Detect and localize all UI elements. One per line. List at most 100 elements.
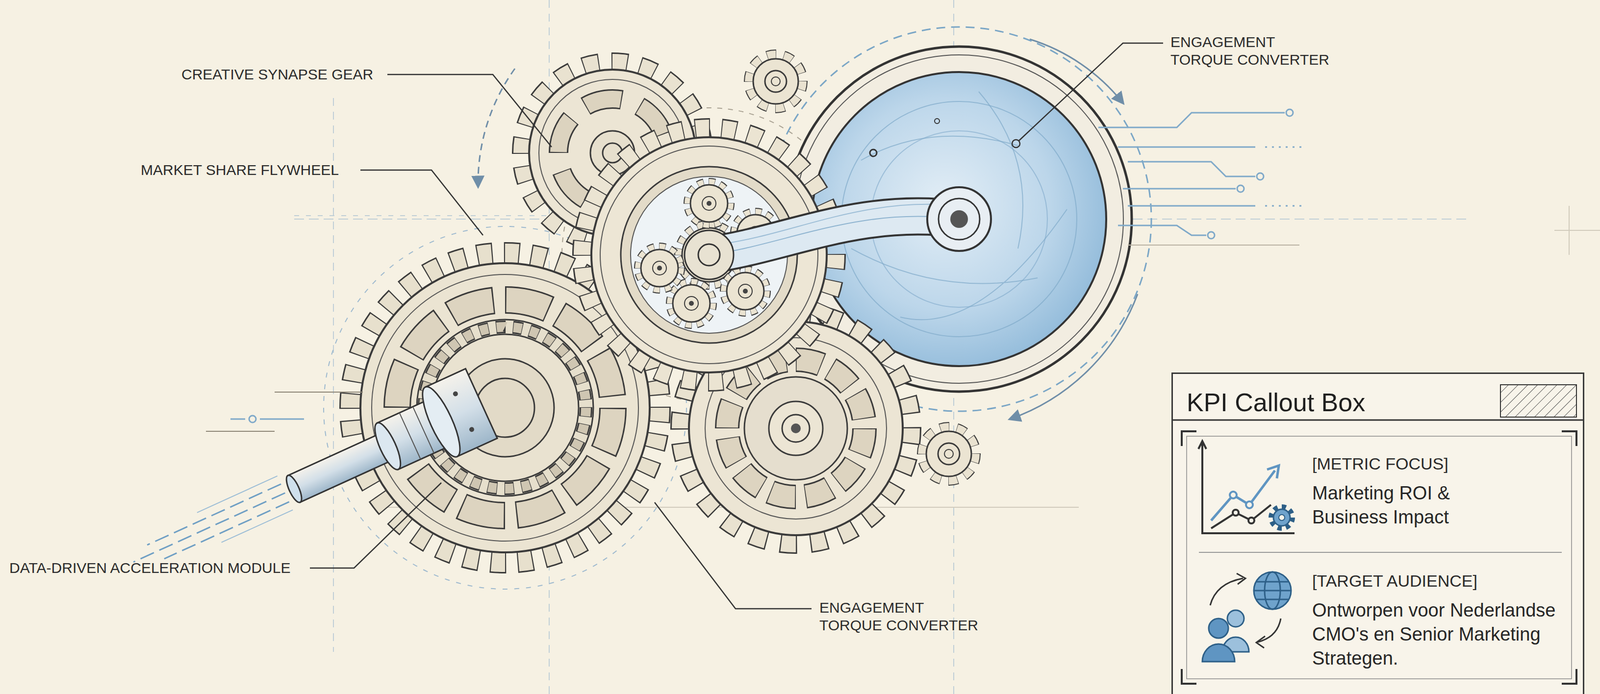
market-share-flywheel xyxy=(371,274,639,542)
callout-frame xyxy=(1198,552,1562,554)
circuit-lines xyxy=(274,391,363,393)
metric-section: [METRIC FOCUS] Marketing ROI & Business I… xyxy=(1182,431,1575,554)
leader-lines xyxy=(387,74,552,148)
construction-lines xyxy=(294,0,1600,694)
circuit-lines xyxy=(1207,231,1215,239)
chart-icon xyxy=(1229,491,1237,499)
connecting-arm xyxy=(698,244,720,266)
leader-lines xyxy=(1018,43,1164,141)
audience-icon xyxy=(1236,573,1246,585)
market-share-flywheel xyxy=(424,327,586,489)
chart-icon xyxy=(1232,509,1239,516)
small-gear xyxy=(921,427,976,482)
circuit-lines xyxy=(1117,146,1256,149)
circuit-lines xyxy=(259,418,305,421)
circuit-lines xyxy=(1122,188,1236,190)
part-label: ENGAGEMENT TORQUE CONVERTER xyxy=(1170,33,1338,69)
circuit-lines xyxy=(249,415,256,423)
small-gear xyxy=(764,70,787,93)
planetary-gears xyxy=(687,181,731,226)
planetary-gears xyxy=(738,284,753,299)
callout-frame xyxy=(1172,384,1583,685)
chart-icon xyxy=(1267,465,1279,479)
planetary-gears xyxy=(687,181,731,226)
chart-icon xyxy=(1278,514,1285,521)
circuit-lines xyxy=(205,431,275,432)
circuit-lines xyxy=(1127,244,1300,246)
leader-lines xyxy=(309,43,1164,610)
planetary-gears xyxy=(684,296,699,311)
planetary-gears xyxy=(702,196,716,211)
part-label: DATA-DRIVEN ACCELERATION MODULE xyxy=(9,559,291,578)
chart-icon xyxy=(1202,442,1295,534)
planetary-gears xyxy=(637,246,682,290)
circuit-lines xyxy=(1237,185,1245,193)
leader-lines xyxy=(654,502,812,610)
part-label: CREATIVE SYNAPSE GEAR xyxy=(181,65,374,84)
callout-frame xyxy=(1181,431,1577,685)
circuit-lines xyxy=(1127,161,1256,177)
small-gear xyxy=(921,427,976,482)
audience-icon xyxy=(1257,618,1281,643)
acceleration-shaft xyxy=(370,419,406,473)
connecting-arm xyxy=(709,216,960,255)
audience-icon xyxy=(1256,636,1266,649)
callout-frame xyxy=(1500,384,1577,418)
section-body: Ontworpen voor Nederlandse CMO's en Seni… xyxy=(1312,598,1573,671)
market-share-flywheel xyxy=(424,327,586,489)
small-gear xyxy=(753,58,799,104)
small-gear xyxy=(748,54,803,109)
planetary-gears xyxy=(706,201,712,206)
audience-icon xyxy=(1210,578,1244,606)
connecting-arm xyxy=(938,198,980,240)
engagement-torque-converter-disc xyxy=(934,118,940,124)
section-heading: [METRIC FOCUS] xyxy=(1312,452,1575,476)
planetary-gears xyxy=(657,265,662,271)
planetary-gears xyxy=(652,261,667,276)
orbit-arrows xyxy=(478,68,515,187)
planetary-gears xyxy=(669,281,713,326)
small-gear xyxy=(771,76,781,86)
planetary-gears xyxy=(640,249,679,287)
construction-lines xyxy=(1554,229,1600,231)
connecting-arm xyxy=(720,204,960,245)
circuit-lines xyxy=(1127,205,1256,207)
acceleration-shaft xyxy=(197,476,293,547)
audience-icon xyxy=(1253,582,1292,600)
acceleration-shaft xyxy=(283,473,305,505)
audience-icon xyxy=(1208,618,1229,639)
callout-title: KPI Callout Box xyxy=(1186,387,1583,418)
connecting-arm xyxy=(927,187,991,252)
chart-icon xyxy=(1270,507,1293,529)
lower-gear xyxy=(768,401,823,456)
lower-gear xyxy=(782,414,810,443)
central-gear xyxy=(582,128,836,382)
acceleration-shaft xyxy=(452,390,459,398)
chart-icon xyxy=(1248,517,1255,524)
planetary-gears xyxy=(742,288,748,294)
central-gear xyxy=(582,128,836,382)
small-gear xyxy=(938,443,960,465)
lower-gear xyxy=(744,377,848,481)
section-body: Marketing ROI & Business Impact xyxy=(1312,481,1479,530)
small-gear xyxy=(748,54,803,109)
central-gear xyxy=(582,128,836,382)
leader-lines xyxy=(1012,139,1020,148)
chart-icon xyxy=(1273,509,1291,527)
audience-icon xyxy=(1202,644,1235,662)
audience-icon xyxy=(1227,610,1245,628)
small-gear xyxy=(944,449,954,459)
planetary-gears xyxy=(690,184,728,223)
audience-icon xyxy=(1253,572,1292,610)
small-gear xyxy=(926,431,972,477)
audience-icon xyxy=(1222,637,1249,653)
circuit-lines xyxy=(1265,146,1305,149)
audience-icon xyxy=(1202,572,1292,662)
section-heading: [TARGET AUDIENCE] xyxy=(1312,569,1575,593)
planetary-gears xyxy=(637,246,682,290)
connecting-arm xyxy=(950,210,968,229)
planetary-gears xyxy=(723,269,767,313)
acceleration-shaft xyxy=(129,484,290,572)
chart-icon xyxy=(1211,505,1271,529)
planetary-gears xyxy=(672,284,711,323)
